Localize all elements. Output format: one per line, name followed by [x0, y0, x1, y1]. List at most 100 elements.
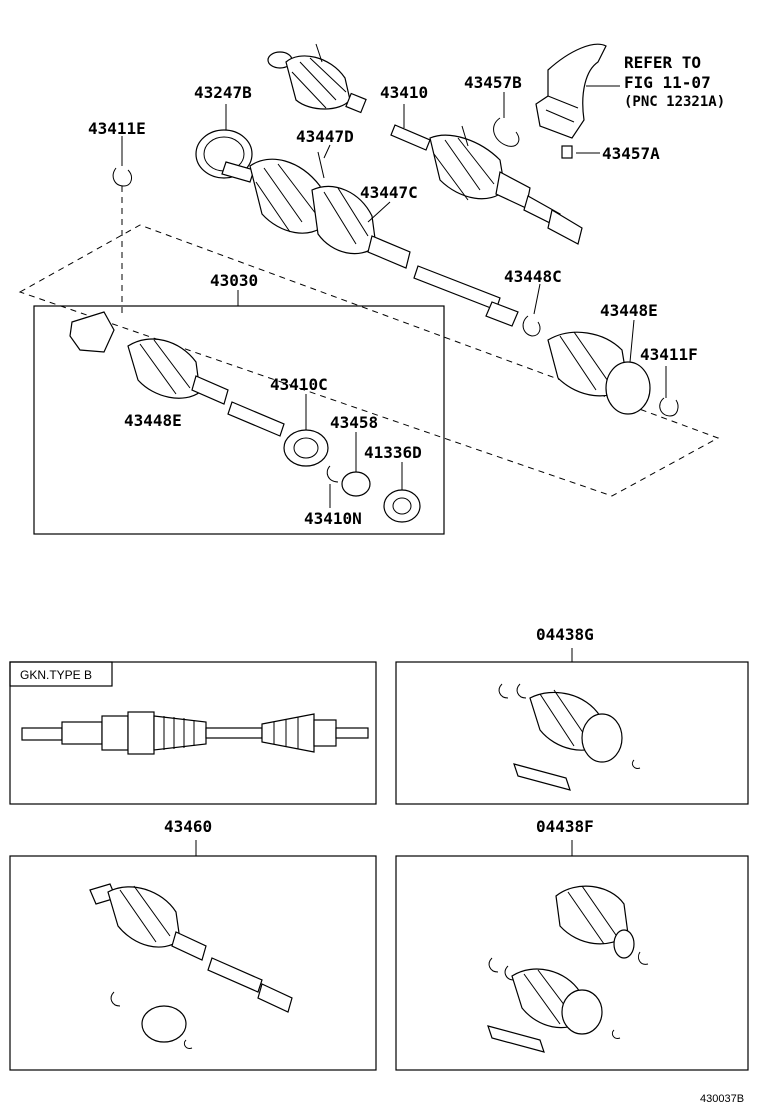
spline-end-front	[485, 301, 519, 327]
snap-ring-43410N	[326, 465, 339, 483]
tripod-joint	[69, 311, 115, 353]
s43460-neck	[171, 931, 207, 961]
kit-f-clip-2	[504, 965, 515, 981]
gkn-hub-right	[313, 719, 337, 747]
kit-f-band	[561, 989, 603, 1035]
gkn-boot-left	[153, 715, 207, 751]
callout-41336D: 41336D	[364, 443, 422, 462]
kit-f-ring	[611, 1029, 621, 1039]
kit-f-clip-1	[488, 957, 499, 973]
shaft-bar-43410	[390, 124, 431, 151]
kit-04438F-parts	[487, 885, 649, 1053]
s43460-bar	[207, 957, 263, 993]
kit-04438G-parts	[498, 683, 641, 791]
leader-43448E-right	[629, 319, 635, 363]
callout-43447C: 43447C	[360, 183, 418, 202]
gkn-type-box	[9, 661, 377, 805]
leader-43447C	[367, 201, 391, 223]
callout-43448E-left: 43448E	[124, 411, 182, 430]
callout-43030: 43030	[210, 271, 258, 290]
callout-43447D: 43447D	[296, 127, 354, 146]
gkn-stub-left	[21, 727, 63, 741]
kit-g-clip-2	[516, 683, 527, 699]
ring-43411F	[659, 397, 679, 417]
kit-f-grease-tube	[487, 1025, 545, 1053]
bolt-head	[561, 145, 573, 159]
callout-43457A: 43457A	[602, 144, 660, 163]
boot-clamp-43447D	[317, 151, 325, 179]
gkn-cup	[101, 715, 129, 751]
boot-43447C-ribs	[323, 187, 369, 245]
bracket-refer-fig	[535, 43, 620, 139]
neck-43030	[191, 375, 229, 405]
callout-04438G: 04438G	[536, 625, 594, 644]
kit-f-upper-end	[613, 929, 635, 959]
s43460-band	[141, 1005, 187, 1043]
boot-ribs	[291, 57, 347, 109]
s43460-boot	[107, 886, 181, 948]
gkn-bar	[205, 727, 263, 739]
boot-clamp	[315, 43, 323, 63]
shaft-43460-parts	[89, 883, 293, 1049]
clip-43448C	[522, 315, 541, 337]
callout-43457B: 43457B	[464, 73, 522, 92]
gkn-boot-right-ribs	[273, 717, 299, 749]
boot-ribs-left	[139, 339, 191, 395]
clip-43457B	[493, 117, 520, 147]
leader-43448C	[533, 283, 541, 315]
s43460-spline	[257, 983, 293, 1013]
gkn-housing	[127, 711, 155, 755]
gkn-stub-right	[335, 727, 369, 739]
kit-g-grease-tube	[513, 763, 571, 791]
refer-note-line3: (PNC 12321A)	[624, 94, 725, 110]
callout-43448C: 43448C	[504, 267, 562, 286]
kit-g-band	[581, 713, 623, 763]
bolt-43457A	[561, 145, 600, 159]
callout-43247B: 43247B	[194, 83, 252, 102]
bearing-43410C	[283, 429, 329, 467]
callout-43410N: 43410N	[304, 509, 362, 528]
assembly-43030-box	[33, 305, 445, 535]
callout-43458: 43458	[330, 413, 378, 432]
figure-code: 430037B	[700, 1093, 744, 1105]
outer-boot-ribs	[255, 163, 317, 233]
shaft-bar-front	[413, 265, 501, 311]
snap-ring-43411E	[112, 167, 132, 187]
gkn-type-label-box	[9, 661, 113, 687]
front-shaft-main	[221, 151, 519, 327]
kit-f-clip-upper	[637, 951, 649, 965]
s43460-clip	[110, 991, 121, 1007]
callout-43410C: 43410C	[270, 375, 328, 394]
shaft-43410-assembly	[267, 43, 583, 245]
callout-43448E-right: 43448E	[600, 301, 658, 320]
exploded-view-boundary	[18, 224, 720, 497]
seal-bore	[392, 497, 412, 515]
callout-43460: 43460	[164, 817, 212, 836]
boot-43448E-left	[127, 338, 201, 399]
kit-f-boot-upper-ribs	[567, 885, 619, 945]
shaft-neck	[367, 235, 411, 269]
inner-boot-ribs	[433, 137, 495, 201]
gkn-type-label: GKN.TYPE B	[20, 668, 92, 682]
bearing-bore	[293, 437, 319, 459]
s43460-boot-ribs	[119, 885, 171, 943]
shaft-end-43410	[547, 209, 583, 245]
shaft-43030	[227, 401, 285, 437]
outer-boot-43410	[285, 55, 351, 110]
washer-43458	[341, 471, 371, 497]
joint-housing	[495, 171, 531, 209]
kit-g-clip-1	[498, 683, 509, 699]
band-43448E	[605, 361, 651, 415]
seal-41336D	[383, 489, 421, 523]
bracket-body	[535, 43, 607, 139]
bracket-ribs	[545, 95, 579, 123]
callout-04438F: 04438F	[536, 817, 594, 836]
refer-note-line2: FIG 11-07	[624, 73, 711, 92]
gkn-hub-left	[61, 721, 103, 745]
callout-43410: 43410	[380, 83, 428, 102]
refer-note-line1: REFER TO	[624, 53, 701, 72]
leader-43447D	[323, 144, 331, 159]
boot-ribs-right	[559, 331, 611, 391]
